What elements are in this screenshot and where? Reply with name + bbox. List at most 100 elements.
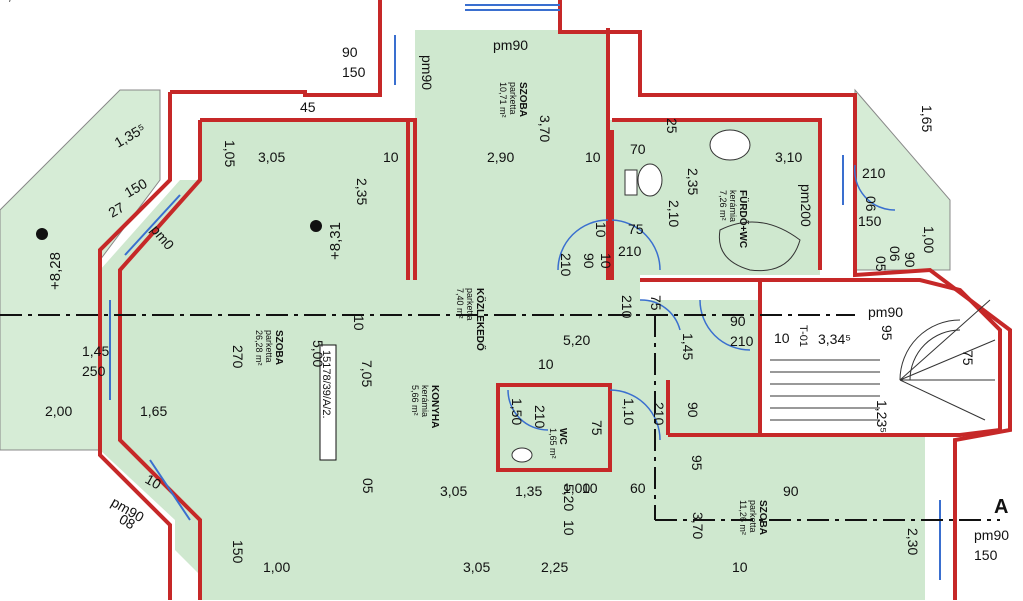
dimension-label: 5,20 [563, 332, 590, 348]
room-area: 7,40 m² [455, 288, 465, 319]
dimension-label: 10 [582, 480, 598, 496]
dimension-label: 150 [974, 547, 998, 563]
dimension-label: 95 [879, 325, 895, 341]
dimension-label: 250 [82, 363, 106, 379]
room-name: SZOBA [517, 82, 528, 117]
dimension-label: 05 [360, 478, 376, 494]
dimension-label: 150 [858, 213, 882, 229]
section-marker: A [994, 496, 1008, 518]
room-name: KÖZLEKEDŐ [474, 288, 487, 351]
dimension-label: 270 [230, 345, 246, 369]
dimension-label: 27 [106, 199, 128, 221]
dimension-label: 1,45 [82, 343, 109, 359]
room-labels: SZOBA parketta 10,71 m² SZOBA parketta 2… [254, 82, 768, 535]
dimension-label: 2,25 [541, 559, 568, 575]
room-area: 1,65 m² [548, 428, 558, 459]
dimension-label: 06 [863, 196, 879, 212]
dimension-label: 3,70 [537, 115, 553, 142]
dimension-label: 75 [648, 295, 664, 311]
dimension-label: 75 [628, 221, 644, 237]
room-floor: parketta [264, 330, 274, 363]
room-floor: kerámia [728, 190, 738, 222]
room-name: SZOBA [273, 330, 284, 365]
dimension-label: 1,00 [263, 559, 290, 575]
level-terrace: +8,28 [47, 252, 64, 290]
dimension-label: 1,00 [563, 480, 590, 496]
dimension-label: 1,05 [222, 140, 238, 167]
room-floor: kerámia [420, 385, 430, 417]
dimension-label: 210 [558, 253, 574, 277]
dimension-label: 210 [618, 243, 642, 259]
dimension-label: 210 [532, 405, 548, 429]
plan-id: 15178/39/A/2. [319, 344, 337, 461]
dimension-label: 1,65 [140, 403, 167, 419]
dimension-label: 10 [732, 559, 748, 575]
dimension-label: 10 [774, 330, 790, 346]
level-markers: +8,28 +8,31 [36, 220, 344, 290]
dimension-label: 95 [689, 455, 705, 471]
dimension-label: 2,90 [487, 149, 514, 165]
dimension-label: pm90 [974, 527, 1009, 543]
plan-id-text: 15178/39/A/2. [320, 350, 332, 419]
dimension-label: 210 [862, 165, 886, 181]
terrace-fill [0, 88, 951, 451]
room-area: 10,71 m² [498, 82, 508, 118]
dimension-label: 10 [143, 471, 165, 493]
dimension-label: 2,10 [666, 200, 682, 227]
dimension-label: 90 [581, 253, 597, 269]
dimension-label: 10 [585, 149, 601, 165]
dimension-label: pm200 [798, 184, 814, 227]
dimension-label: 1,45 [680, 333, 696, 360]
dimension-label: 10 [538, 356, 554, 372]
dimension-label: 150 [230, 540, 246, 564]
dimension-label: 90 [783, 483, 799, 499]
dimension-label: 75 [589, 420, 605, 436]
dimension-label: pm90 [868, 304, 903, 320]
room-name: WC [557, 428, 568, 445]
room-area: 26,28 m² [254, 330, 264, 366]
dimension-label: 2,35 [354, 178, 370, 205]
section-lines [0, 314, 1000, 521]
dimension-label: 60 [630, 480, 646, 496]
windows [109, 4, 941, 580]
dimension-label: 90 [342, 44, 358, 60]
dimension-label: 1,23⁵ [874, 400, 890, 433]
room-floor: parketta [508, 82, 518, 115]
room-floor: parketta [748, 500, 758, 533]
fixtures [511, 129, 801, 463]
dimension-label: 1,10 [621, 398, 637, 425]
room-name: KONYHA [429, 385, 440, 428]
dimension-label: 1,00 [921, 226, 937, 253]
dimension-label: 150 [342, 64, 366, 80]
room-name: SZOBA [757, 500, 768, 535]
dimension-label: 7,05 [359, 360, 375, 387]
room-area: 5,66 m² [410, 385, 420, 416]
stair-treads [770, 299, 996, 421]
dimension-label: 75 [960, 350, 976, 366]
dimension-label: 90 [730, 313, 746, 329]
stair-label: T-01 3,34⁵ [797, 325, 851, 347]
dimension-label: 3,10 [775, 149, 802, 165]
stair-value: 3,34⁵ [818, 331, 851, 347]
dimension-label: 3,05 [463, 559, 490, 575]
dimension-label: 3,05 [258, 149, 285, 165]
room-floor: parketta [465, 288, 475, 321]
dimension-label: 1,00 [0, 0, 27, 3]
stair-id: T-01 [797, 325, 809, 347]
dimension-label: 90 [685, 402, 701, 418]
dimension-label: 10 [598, 253, 614, 269]
room-name: FÜRDŐ+WC [737, 190, 750, 248]
dimension-label: 210 [619, 295, 635, 319]
door-swings [507, 164, 896, 441]
dimension-label: pm90 [419, 55, 435, 90]
dimension-label: 45 [300, 99, 316, 115]
dimension-label: 2,30 [905, 528, 921, 555]
dimension-label: 10 [351, 315, 367, 331]
dimension-label: 210 [651, 402, 667, 426]
dimension-label: 5,00 [310, 340, 326, 367]
dimension-label: 06 [887, 246, 903, 262]
dimension-label: 70 [630, 141, 646, 157]
dimension-label: pm90 [493, 37, 528, 53]
dimension-label: 3,70 [690, 512, 706, 539]
